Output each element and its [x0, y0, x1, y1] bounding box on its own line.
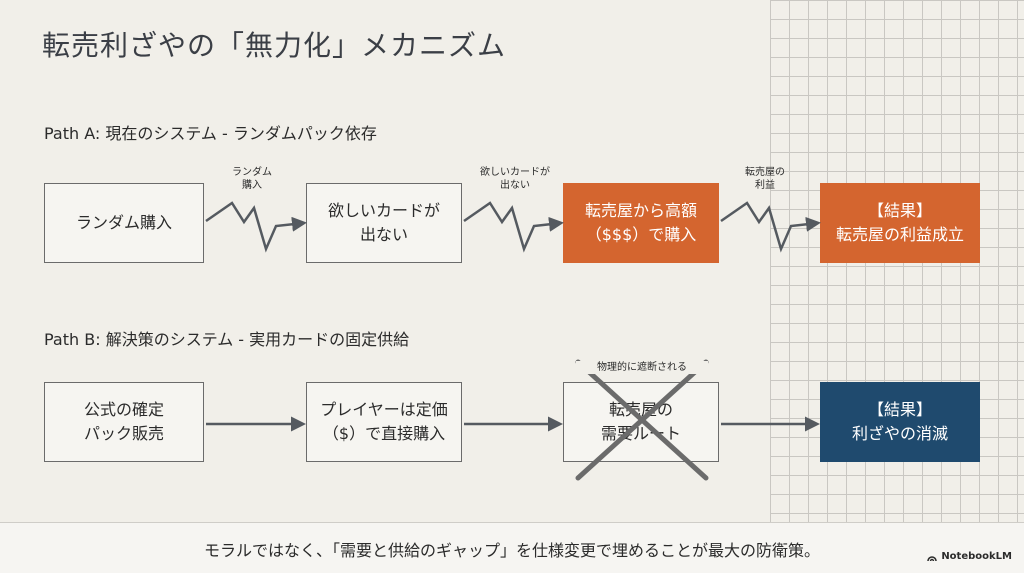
- path-b-result-box: 【結果】 利ざやの消滅: [820, 382, 980, 462]
- zigzag-arrow-2: [463, 201, 564, 253]
- path-b-heading: Path B: 解決策のシステム - 実用カードの固定供給: [44, 330, 410, 349]
- brand-name: NotebookLM: [941, 551, 1012, 562]
- path-a-card-not-drawn-box: 欲しいカードが 出ない: [306, 183, 462, 263]
- path-a-scalper-purchase-box: 転売屋から高額 （$$$）で購入: [563, 183, 719, 263]
- footer-message: モラルではなく、「需要と供給のギャップ」を仕様変更で埋めることが最大の防衛策。: [203, 541, 820, 560]
- path-b-official-pack-box: 公式の確定 パック販売: [44, 382, 204, 462]
- footer-bar: [0, 522, 1024, 573]
- path-a-random-purchase-box: ランダム購入: [44, 183, 204, 263]
- zigzag-arrow-1: [205, 201, 307, 253]
- path-b-direct-purchase-box: プレイヤーは定価 （$）で直接購入: [306, 382, 462, 462]
- page-title: 転売利ざやの「無力化」メカニズム: [42, 29, 507, 62]
- path-a-result-box: 【結果】 転売屋の利益成立: [820, 183, 980, 263]
- blocked-label: 物理的に遮断される: [576, 361, 708, 374]
- path-a-heading: Path A: 現在のシステム - ランダムパック依存: [44, 124, 377, 143]
- notebooklm-logo-icon: [927, 555, 938, 561]
- brand-badge: NotebookLM: [927, 551, 1012, 562]
- path-a-random-purchase-label: ランダム 購入: [232, 167, 272, 191]
- path-a-card-not-drawn-label: 欲しいカードが 出ない: [480, 167, 550, 191]
- path-b-scalper-route-box: 転売屋の 需要ルート: [563, 382, 719, 462]
- path-a-scalper-profit-label: 転売屋の 利益: [745, 167, 785, 191]
